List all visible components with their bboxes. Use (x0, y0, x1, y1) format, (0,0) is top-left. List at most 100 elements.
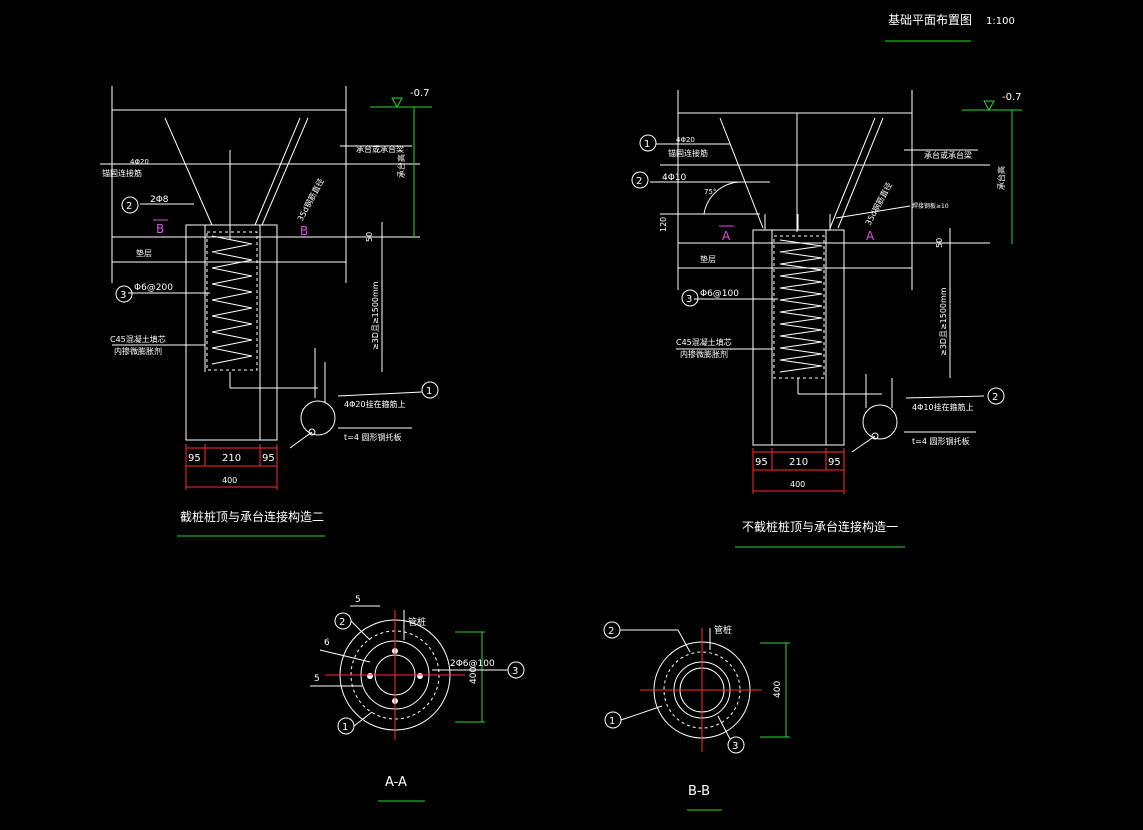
anchor-label: 35d钢筋直径 (295, 177, 326, 223)
anchor-bar-right-2 (837, 117, 884, 229)
cushion-label: 垫层 (700, 254, 716, 264)
dim-total: 400 (790, 480, 805, 489)
elevation-label: -0.7 (1002, 92, 1022, 103)
anchor-bar-right (254, 117, 301, 226)
callout-3-circle (115, 285, 133, 303)
anchor-bar-right-2 (261, 117, 309, 226)
callout-2-leader (350, 620, 371, 641)
plate-leader (851, 435, 876, 453)
callout-1: 1 (609, 716, 615, 727)
callout2-text: 2Φ8 (150, 195, 169, 205)
stirrup-label: 2Φ6@100 (450, 659, 495, 669)
drawing-scale: 1:100 (986, 16, 1015, 27)
detail-title: 不截桩桩顶与承台连接构造一 (742, 519, 898, 534)
pipe-label: 管桩 (714, 624, 732, 636)
callout-3-leader (717, 715, 731, 740)
cap-height-label: 承台高 (996, 166, 1006, 190)
callout-2: 2 (608, 626, 614, 637)
weld-5b: 5 (314, 674, 320, 684)
callout-3: 3 (512, 666, 518, 677)
section-mark-right: B (300, 224, 308, 238)
plate-label: t=4 圆形钢托板 (344, 432, 401, 442)
weld-6: 6 (324, 638, 330, 648)
weld-label: 焊接钢板≥10 (912, 202, 949, 210)
callout-1: 1 (644, 139, 650, 150)
angle-text: 75° (704, 188, 716, 196)
plate-leader (289, 431, 313, 449)
dim-label: 400 (469, 667, 479, 684)
dim-label: 400 (773, 681, 783, 698)
callout-3: 3 (120, 290, 126, 301)
dim-120: 120 (659, 217, 668, 232)
callout-3-circle (681, 289, 699, 307)
callout-1-circle (639, 134, 657, 152)
elev-triangle (983, 100, 995, 112)
concrete-label: C45混凝土填芯 (110, 334, 166, 344)
dim-b: 210 (789, 457, 808, 468)
section-title: A-A (385, 775, 407, 790)
callout-2b: 2 (992, 392, 998, 403)
pile-body (185, 224, 278, 441)
callout-3: 3 (686, 294, 692, 305)
callout-3-circle (507, 661, 525, 679)
callout-2-circle (631, 171, 649, 189)
plate-weld-dot (871, 432, 879, 440)
bars-top-label: 4Φ20 (130, 158, 149, 166)
bar-dot-2 (417, 673, 423, 679)
cap-label: 承台或承台梁 (356, 144, 404, 154)
detail-left: -0.7 承台高 ≥3D且≥1500mm 50 4Φ20 锚固连接筋 承台或承台… (100, 86, 439, 537)
callout-2-circle (121, 196, 139, 214)
bar-dot-1 (367, 673, 373, 679)
section-bb: 400 管桩 2 1 3 B-B (603, 621, 790, 811)
anchor-bar-left (164, 117, 213, 226)
dim-total: 400 (222, 476, 237, 485)
callout-2-leader-b (677, 629, 691, 653)
weld-5a: 5 (355, 595, 361, 605)
bars-callout-leader (905, 395, 985, 399)
section-title: B-B (688, 784, 710, 799)
pile-core-fill (206, 231, 258, 371)
stirrup-label: Φ6@100 (700, 289, 739, 299)
anchor-bar-right (829, 117, 876, 229)
weld-leader (835, 205, 911, 219)
plate-circle (862, 404, 898, 440)
section-mark-left: B (156, 222, 164, 236)
concrete-label-2: 内掺微膨胀剂 (680, 349, 728, 359)
drawing-title: 基础平面布置图 (888, 13, 972, 27)
weld-6-leader (319, 649, 371, 663)
cap-label: 承台或承台梁 (924, 150, 972, 160)
anchor-bar-left (719, 117, 764, 229)
plate-weld-dot (308, 428, 316, 436)
cap-height-label: 承台高 (396, 154, 406, 178)
length-label: ≥3D且≥1500mm (939, 287, 948, 356)
callout-1: 1 (342, 722, 348, 733)
bars-top-desc: 锚固连接筋 (668, 148, 708, 158)
dim-a: 95 (755, 457, 768, 468)
bars-top-label: 4Φ20 (676, 136, 695, 144)
detail-right: -0.7 承台高 ≥3D且≥1500mm 50 4Φ20 锚固连接筋 承台或承台… (631, 90, 1022, 548)
dim-50: 50 (365, 232, 374, 242)
callout-3: 3 (732, 741, 738, 752)
callout-1-leader (620, 705, 663, 721)
callout2-text: 4Φ10 (662, 173, 687, 183)
callout-2: 2 (636, 176, 642, 187)
bars-callout: 4Φ10挂在箍筋上 (912, 402, 974, 412)
bars-callout: 4Φ20挂在箍筋上 (344, 399, 406, 409)
callout-1: 1 (426, 386, 432, 397)
dim-c: 95 (262, 453, 275, 464)
plate-label: t=4 圆形钢托板 (912, 436, 969, 446)
pile-core-fill (773, 235, 825, 379)
dim-c: 95 (828, 457, 841, 468)
angle-arc (703, 181, 741, 215)
callout-3-circle (727, 736, 745, 754)
stirrup-zigzag (779, 239, 823, 373)
dim-b: 210 (222, 453, 241, 464)
concrete-label: C45混凝土填芯 (676, 337, 732, 347)
cushion-label: 垫层 (136, 248, 152, 258)
plate-circle (300, 400, 336, 436)
stirrup-zigzag (211, 235, 253, 365)
anchor-label: 35d钢筋直径 (863, 181, 894, 227)
dim-50: 50 (935, 238, 944, 248)
callout-1-circle (421, 381, 439, 399)
